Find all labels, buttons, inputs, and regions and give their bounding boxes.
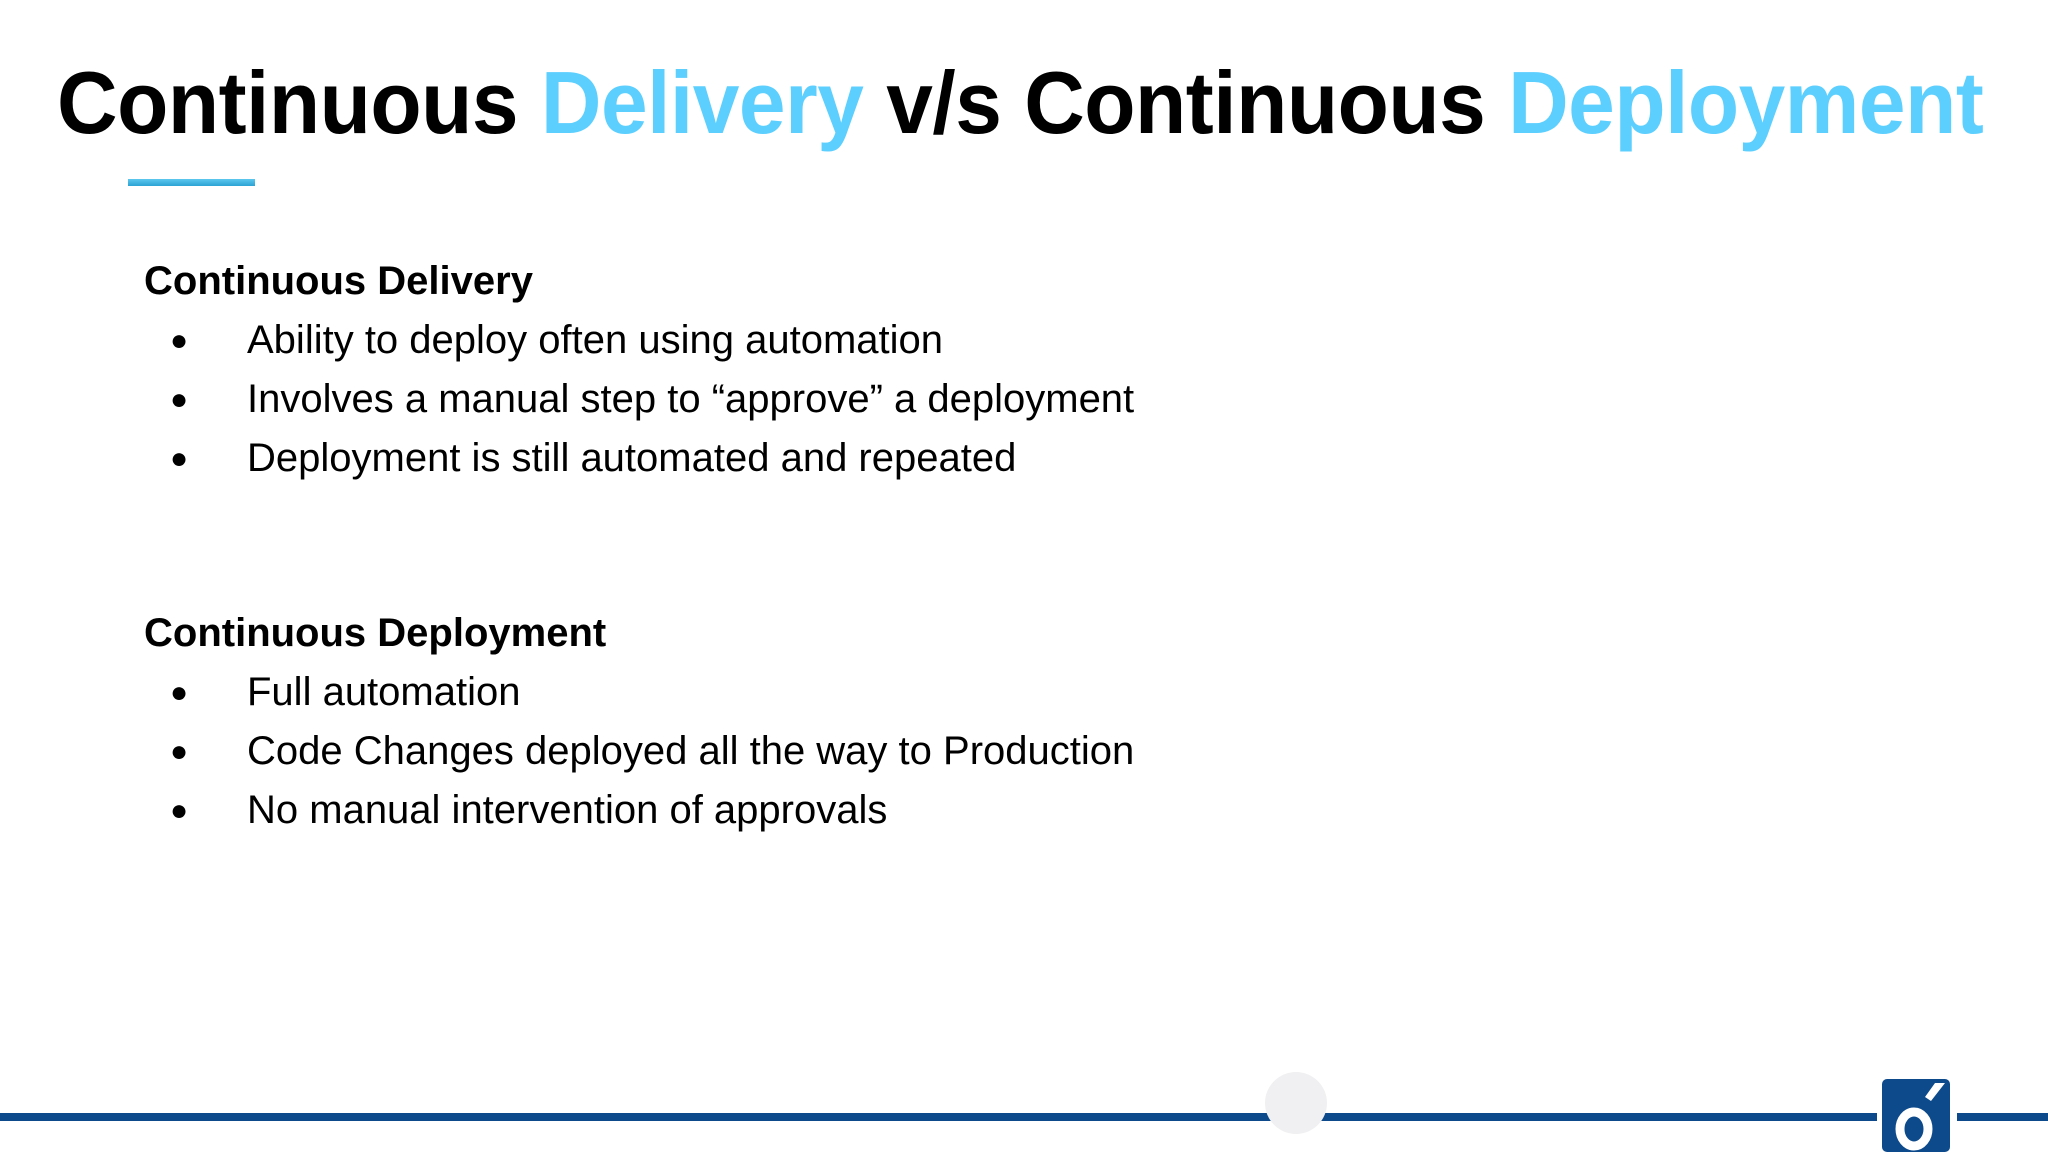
brand-logo-icon [1877, 1071, 1957, 1152]
section-heading: Continuous Delivery [144, 259, 533, 303]
list-item: ●Involves a manual step to “approve” a d… [144, 370, 1134, 429]
list-item: ●Deployment is still automated and repea… [144, 429, 1134, 488]
slide-title: Continuous Delivery v/s Continuous Deplo… [57, 53, 1984, 152]
list-item: ●Ability to deploy often using automatio… [144, 311, 1134, 370]
section-heading: Continuous Deployment [144, 611, 607, 655]
section-continuous-delivery: Continuous Delivery ●Ability to deploy o… [144, 252, 1134, 488]
section-continuous-deployment: Continuous Deployment ●Full automation ●… [144, 604, 1134, 840]
title-underline [128, 179, 255, 186]
bullet-icon: ● [170, 735, 189, 768]
bullet-icon: ● [170, 383, 189, 416]
bullet-icon: ● [170, 676, 189, 709]
list-item: ●Full automation [144, 663, 1134, 722]
list-item: ●No manual intervention of approvals [144, 781, 1134, 840]
bullet-icon: ● [170, 442, 189, 475]
bullet-icon: ● [170, 794, 189, 827]
footer-line [0, 1113, 2048, 1121]
list-item: ●Code Changes deployed all the way to Pr… [144, 722, 1134, 781]
cursor-indicator [1265, 1072, 1327, 1134]
bullet-icon: ● [170, 324, 189, 357]
